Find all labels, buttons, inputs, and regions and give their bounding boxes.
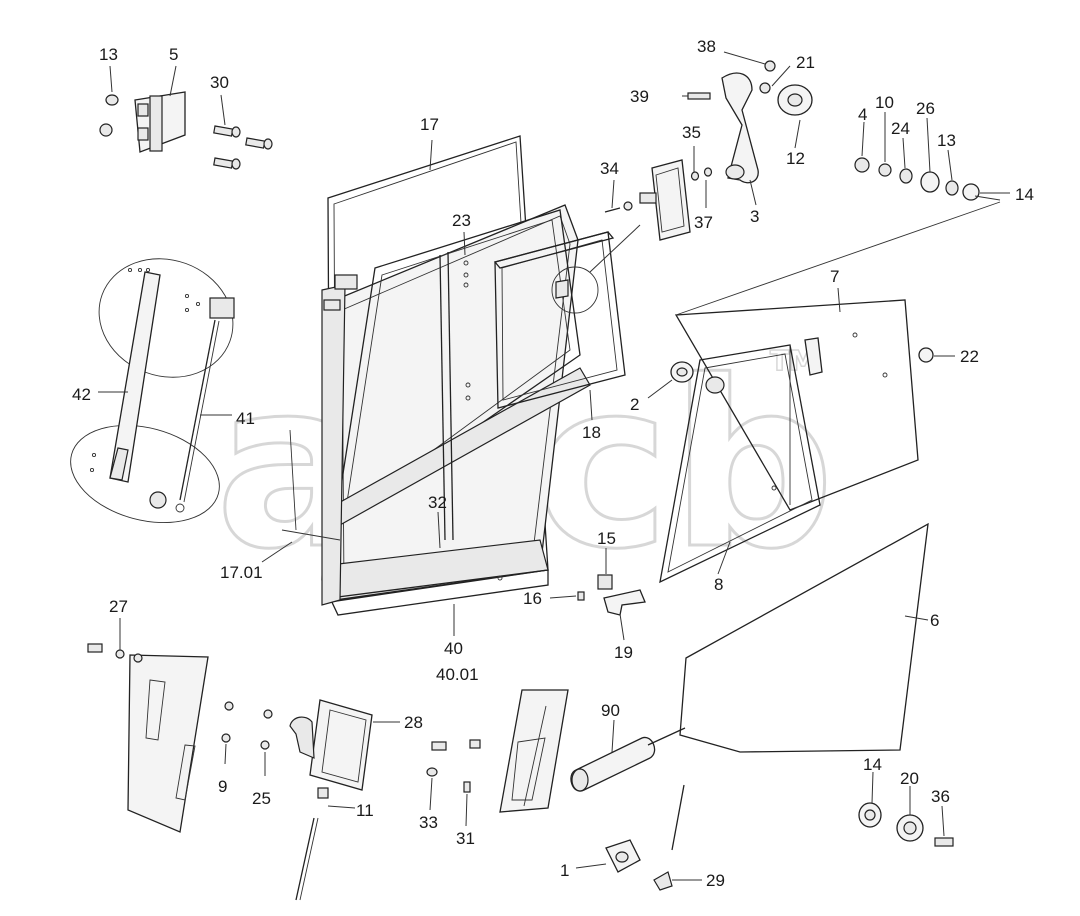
- label-12: 12: [786, 149, 805, 168]
- bolts-33-31: [426, 739, 481, 827]
- bumper-22: [918, 347, 955, 363]
- label-17-01: 17.01: [220, 563, 263, 582]
- label-8: 8: [714, 575, 723, 594]
- trim-panel-27: [87, 618, 209, 833]
- label-28: 28: [404, 713, 423, 732]
- label-29: 29: [706, 871, 725, 890]
- label-24: 24: [891, 119, 910, 138]
- trim-panel-right: [499, 689, 569, 813]
- bolt-30c: [213, 157, 241, 170]
- label-19: 19: [614, 643, 633, 662]
- label-32: 32: [428, 493, 447, 512]
- label-30: 30: [210, 73, 229, 92]
- label-13a: 13: [99, 45, 118, 64]
- lock-assembly: [604, 146, 713, 241]
- label-23: 23: [452, 211, 471, 230]
- label-34: 34: [600, 159, 619, 178]
- door-frame-assembly: [281, 135, 591, 616]
- label-22: 22: [960, 347, 979, 366]
- glass-panel-6: [679, 522, 929, 753]
- label-21: 21: [796, 53, 815, 72]
- label-4: 4: [858, 105, 867, 124]
- label-41: 41: [236, 409, 255, 428]
- label-39: 39: [630, 87, 649, 106]
- label-2: 2: [630, 395, 639, 414]
- label-27: 27: [109, 597, 128, 616]
- glass-panel-7: [674, 201, 1001, 511]
- label-3: 3: [750, 207, 759, 226]
- label-13b: 13: [937, 131, 956, 150]
- label-36: 36: [931, 787, 950, 806]
- label-14a: 14: [1015, 185, 1034, 204]
- label-38: 38: [697, 37, 716, 56]
- roller-bottom: [858, 771, 954, 847]
- handle-assembly: [682, 51, 813, 206]
- bolt-30a: [213, 125, 241, 138]
- label-6: 6: [930, 611, 939, 630]
- label-7: 7: [830, 267, 839, 286]
- label-25: 25: [252, 789, 271, 808]
- bolt-30b: [245, 137, 273, 150]
- label-40: 40: [444, 639, 463, 658]
- label-37: 37: [694, 213, 713, 232]
- label-40-01: 40.01: [436, 665, 479, 684]
- label-11: 11: [356, 801, 374, 820]
- label-17: 17: [420, 115, 439, 134]
- label-35: 35: [682, 123, 701, 142]
- bracket-28: [221, 699, 400, 901]
- label-14b: 14: [863, 755, 882, 774]
- label-20: 20: [900, 769, 919, 788]
- label-5: 5: [169, 45, 178, 64]
- label-31: 31: [456, 829, 475, 848]
- window-frame-18: [493, 224, 641, 409]
- label-18: 18: [582, 423, 601, 442]
- latch-rod-assembly: [70, 258, 235, 524]
- label-16: 16: [523, 589, 542, 608]
- label-42: 42: [72, 385, 91, 404]
- clip-15-16-19: [549, 548, 646, 641]
- label-1: 1: [560, 861, 569, 880]
- roller-assembly: [854, 112, 1010, 201]
- gas-strut-90: [570, 719, 686, 792]
- latch-1-29: [575, 784, 702, 891]
- label-33: 33: [419, 813, 438, 832]
- bumper-2: [647, 361, 694, 399]
- part-labels: 13 5 30 17 38 21 39 35 34 37 3 12 4 10 2…: [72, 37, 1034, 890]
- glass-panel-8: [659, 344, 821, 584]
- label-9: 9: [218, 777, 227, 796]
- label-10: 10: [875, 93, 894, 112]
- label-15: 15: [597, 529, 616, 548]
- label-26: 26: [916, 99, 935, 118]
- hinge-5: [99, 65, 273, 170]
- label-90: 90: [601, 701, 620, 720]
